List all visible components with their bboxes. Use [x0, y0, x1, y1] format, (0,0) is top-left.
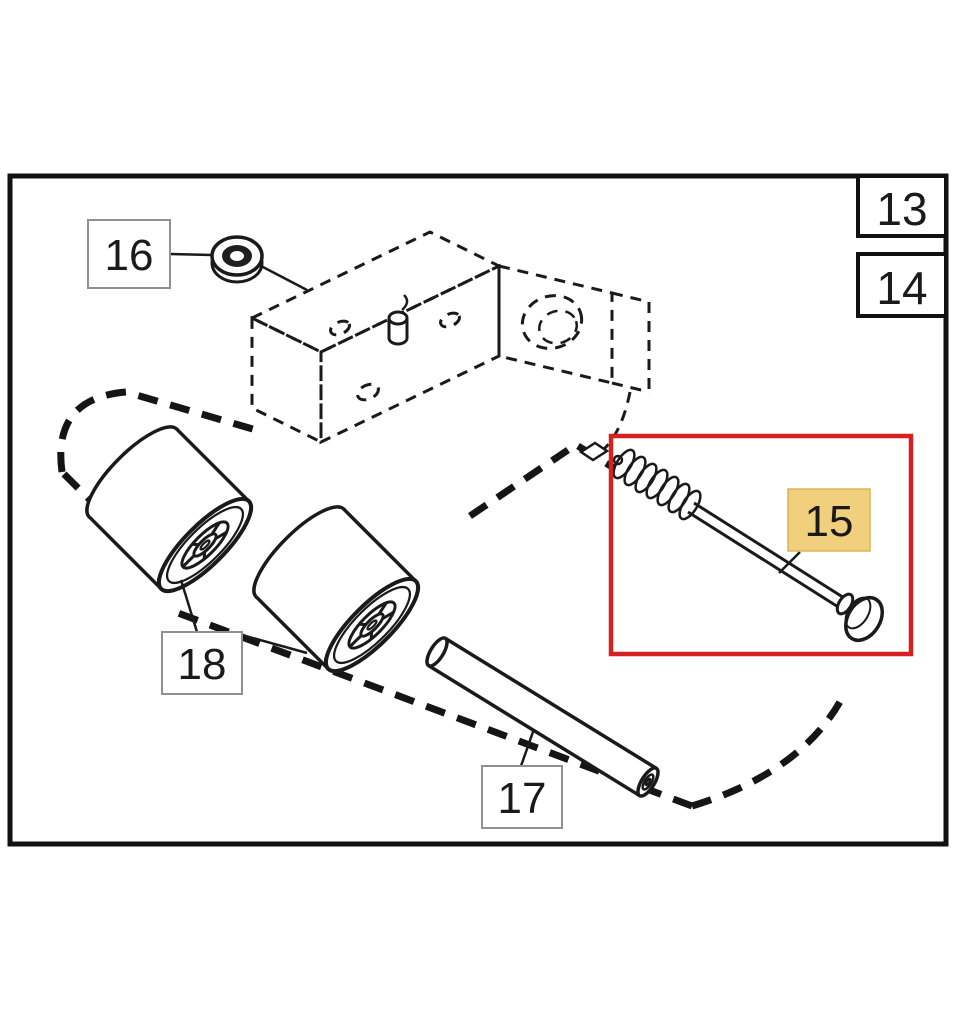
spring [612, 448, 702, 521]
leader-line-16 [169, 252, 308, 292]
tension-bolt-part [612, 448, 884, 643]
part-label-16-text: 16 [105, 231, 154, 280]
washer-part [210, 235, 264, 284]
page-ref-13[interactable]: 13 [856, 174, 948, 238]
part-label-18-text: 18 [178, 640, 227, 689]
part-label-15-bg [787, 488, 871, 552]
bracket-pin [387, 294, 409, 346]
roller-left-part [75, 415, 263, 603]
part-label-17-text: 17 [498, 774, 547, 823]
page-ref-13-text: 13 [876, 183, 927, 235]
mounting-bracket-part [248, 230, 651, 452]
bracket-tab [578, 441, 610, 462]
highlight-box [608, 433, 914, 657]
leader-line-15 [778, 551, 801, 574]
part-label-16[interactable]: 16 [87, 219, 171, 289]
leader-line-18a [179, 579, 199, 633]
bolt-head [844, 595, 884, 643]
part-label-15-highlighted[interactable]: 15 [787, 488, 871, 552]
roller-shaft-part [423, 635, 662, 799]
leader-line-18b [230, 630, 308, 655]
roller-right-part [242, 495, 430, 683]
leader-line-17 [519, 728, 536, 767]
leader-lines [179, 551, 801, 767]
part-label-15-text: 15 [805, 497, 854, 546]
part-label-17[interactable]: 17 [481, 765, 563, 829]
part-label-18[interactable]: 18 [161, 631, 243, 695]
page-ref-14[interactable]: 14 [856, 252, 948, 318]
page-ref-14-text: 14 [876, 262, 927, 314]
